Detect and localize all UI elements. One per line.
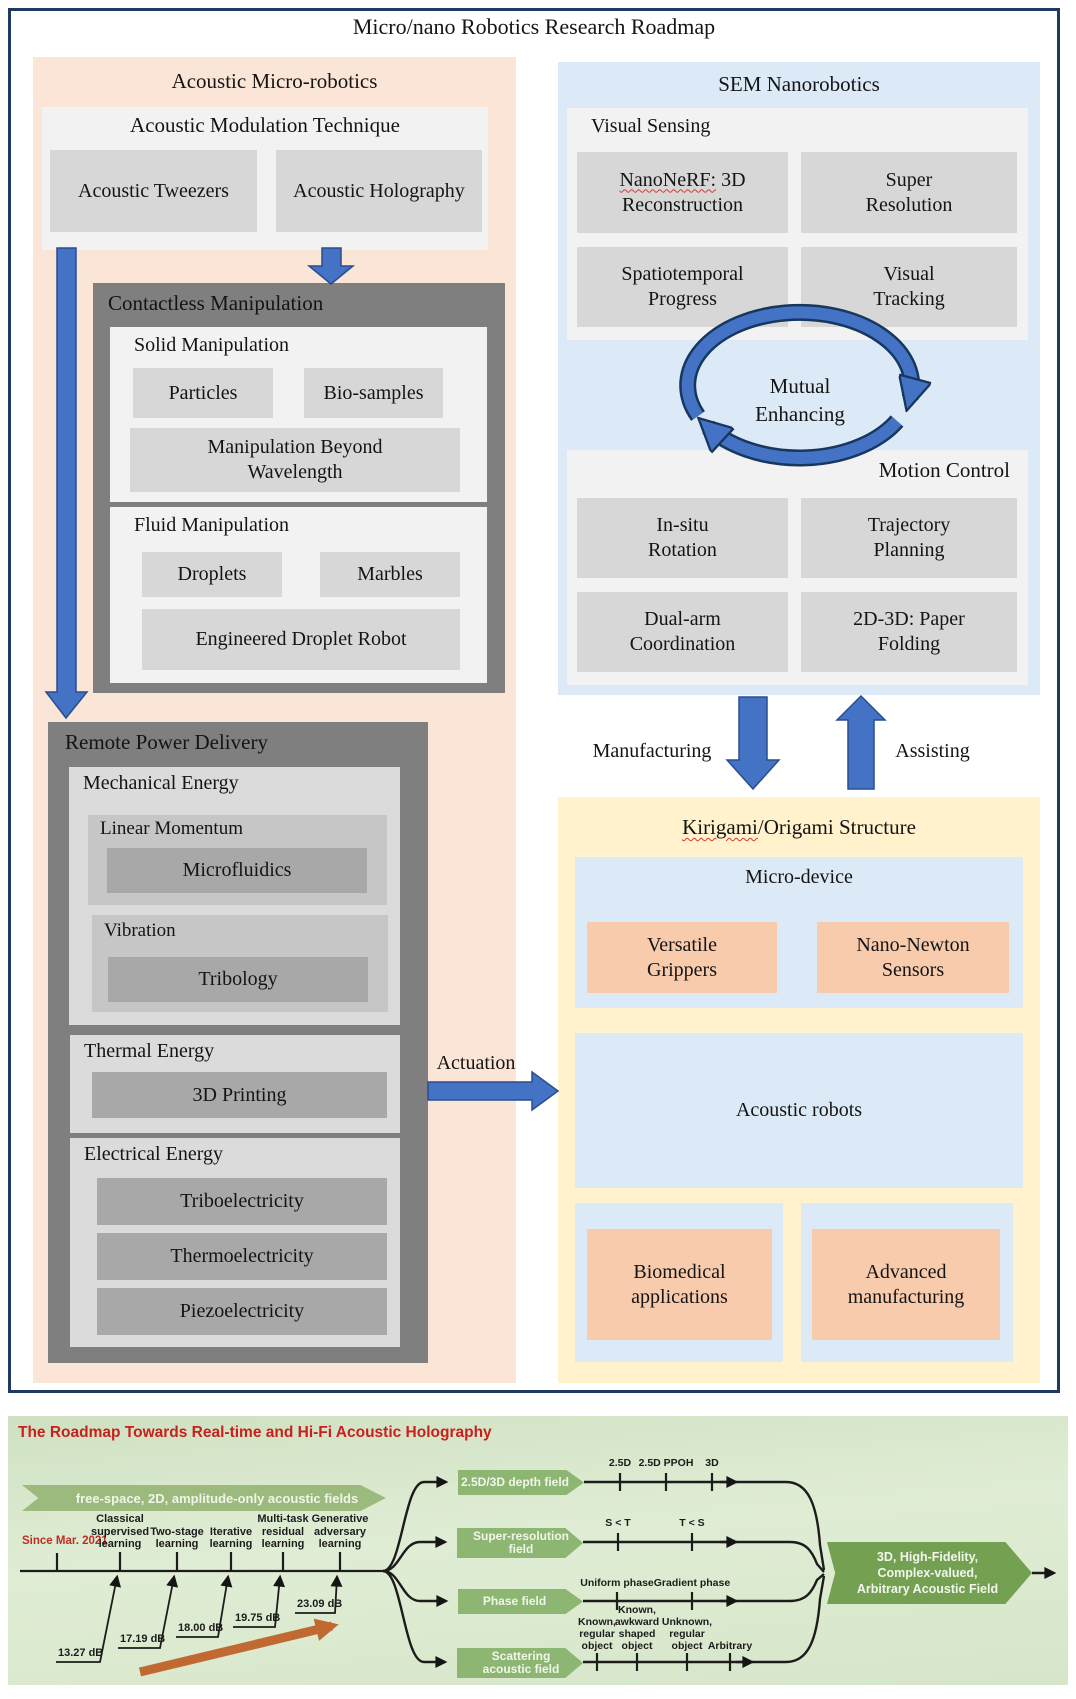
branch-tick-label: S < T (605, 1517, 631, 1530)
goal-line2: Complex-valued, (877, 1565, 978, 1580)
acoustic-holography-box: Acoustic Holography (276, 150, 482, 232)
fluid-manipulation-box: Fluid Manipulation Droplets Marbles Engi… (110, 507, 487, 683)
biomedical-box: Biomedical applications (587, 1229, 772, 1340)
piezoelectricity-box: Piezoelectricity (97, 1288, 387, 1335)
assisting-label: Assisting (895, 740, 970, 762)
acoustic-microrobotics-panel: Acoustic Micro-robotics Acoustic Modulat… (33, 57, 516, 1383)
vibration-title: Vibration (104, 920, 176, 941)
marbles-box: Marbles (320, 552, 460, 597)
kirigami-title-rest: /Origami Structure (757, 815, 916, 839)
sem-panel-title: SEM Nanorobotics (718, 72, 880, 96)
contactless-box: Contactless Manipulation Solid Manipulat… (93, 283, 505, 693)
since-label: Since Mar. 2021 (22, 1535, 108, 1547)
branch-tick-label: Gradient phase (653, 1577, 731, 1590)
fluid-manipulation-title: Fluid Manipulation (134, 514, 289, 536)
gain-label: 18.00 dB (178, 1622, 224, 1634)
branch-tick-label: 2.5D (608, 1457, 632, 1470)
milestone-label: Generative adversary learning (311, 1513, 369, 1551)
milestone-label: Iterative learning (209, 1525, 253, 1551)
nanonerf-line1: NanoNeRF: 3D (619, 168, 745, 193)
thermal-energy-box: Thermal Energy 3D Printing (70, 1035, 400, 1133)
acoustic-panel-title: Acoustic Micro-robotics (171, 69, 378, 93)
linear-momentum-title: Linear Momentum (100, 818, 243, 839)
branch-tick-label: 3D (705, 1457, 719, 1470)
printing-3d-box: 3D Printing (92, 1072, 387, 1118)
droplets-box: Droplets (142, 552, 282, 597)
branch-label-phase-field: Phase field (458, 1589, 583, 1614)
gain-label: 23.09 dB (297, 1598, 343, 1610)
mechanical-energy-box: Mechanical Energy Linear Momentum Microf… (69, 767, 400, 1025)
nanonerf-marked-word: NanoNeRF: (619, 168, 717, 191)
gain-label: 17.19 dB (120, 1633, 166, 1645)
in-situ-rotation-box: In-situ Rotation (577, 498, 788, 578)
solid-manipulation-box: Solid Manipulation Particles Bio-samples… (110, 327, 487, 502)
tribology-box: Tribology (108, 957, 368, 1002)
kirigami-panel: Kirigami/Origami Structure Micro-device … (558, 797, 1040, 1383)
acoustic-tweezers-box: Acoustic Tweezers (50, 150, 257, 232)
micro-device-box: Micro-device Versatile Grippers Nano-New… (575, 857, 1023, 1008)
thermal-energy-title: Thermal Energy (84, 1040, 215, 1062)
actuation-label: Actuation (436, 1052, 516, 1074)
versatile-grippers-box: Versatile Grippers (587, 922, 777, 993)
branch-tick-label: T < S (679, 1517, 705, 1530)
beyond-wavelength-box: Manipulation Beyond Wavelength (130, 428, 460, 492)
gain-label: 19.75 dB (235, 1612, 281, 1624)
electrical-energy-title: Electrical Energy (84, 1143, 224, 1165)
kirigami-marked-word: Kirigami (682, 815, 758, 839)
free-space-banner: free-space, 2D, amplitude-only acoustic … (22, 1485, 386, 1511)
nanonerf-box: NanoNeRF: 3D Reconstruction (577, 152, 788, 233)
super-resolution-box: Super Resolution (801, 152, 1017, 233)
branch-label-scattering: Scattering acoustic field (457, 1648, 583, 1678)
electrical-energy-box: Electrical Energy Triboelectricity Therm… (70, 1138, 400, 1347)
holography-title: The Roadmap Towards Real-time and Hi-Fi … (18, 1424, 492, 1441)
roadmap-outer-frame (8, 8, 1060, 1393)
goal-line3: Arbitrary Acoustic Field (856, 1582, 999, 1597)
paper-folding-box: 2D-3D: Paper Folding (801, 592, 1017, 672)
branch-label-super-resolution: Super-resolution field (457, 1528, 583, 1558)
advanced-outer-box: Advanced manufacturing (801, 1203, 1013, 1362)
particles-box: Particles (133, 368, 273, 418)
mechanical-energy-title: Mechanical Energy (83, 772, 239, 794)
manufacturing-label: Manufacturing (592, 740, 712, 762)
modulation-title: Acoustic Modulation Technique (130, 113, 400, 137)
gain-label: 13.27 dB (58, 1647, 104, 1659)
sem-nanorobotics-panel: SEM Nanorobotics Visual Sensing NanoNeRF… (558, 62, 1040, 695)
visual-sensing-title: Visual Sensing (591, 115, 711, 137)
branch-label-depth-field: 2.5D/3D depth field (458, 1470, 584, 1495)
holography-panel: The Roadmap Towards Real-time and Hi-Fi … (8, 1416, 1068, 1685)
modulation-box: Acoustic Modulation Technique Acoustic T… (42, 107, 488, 250)
acoustic-robots-box: Acoustic robots (575, 1033, 1023, 1188)
engineered-droplet-box: Engineered Droplet Robot (142, 609, 460, 670)
linear-momentum-box: Linear Momentum Microfluidics (88, 815, 387, 905)
nanonerf-line2: Reconstruction (621, 193, 744, 216)
motion-control-box: Motion Control In-situ Rotation Trajecto… (567, 450, 1028, 685)
remote-power-title: Remote Power Delivery (65, 730, 268, 754)
roadmap-title: Micro/nano Robotics Research Roadmap (352, 14, 716, 39)
goal-arrow: 3D, High-Fidelity, Complex-valued, Arbit… (827, 1542, 1032, 1604)
triboelectricity-box: Triboelectricity (97, 1178, 387, 1225)
branch-tick-label: Uniform phase (580, 1577, 654, 1590)
nano-newton-sensors-box: Nano-Newton Sensors (817, 922, 1009, 993)
branch-tick-label: Arbitrary (707, 1640, 753, 1653)
branch-tick-label: 2.5D PPOH (638, 1457, 694, 1470)
visual-sensing-box: Visual Sensing NanoNeRF: 3D Reconstructi… (567, 108, 1028, 340)
contactless-title: Contactless Manipulation (108, 291, 324, 315)
thermoelectricity-box: Thermoelectricity (97, 1233, 387, 1280)
dual-arm-box: Dual-arm Coordination (577, 592, 788, 672)
kirigami-title: Kirigami/Origami Structure (558, 815, 1040, 840)
remote-power-box: Remote Power Delivery Mechanical Energy … (48, 722, 428, 1363)
advanced-box: Advanced manufacturing (812, 1229, 1000, 1340)
vibration-box: Vibration Tribology (92, 915, 388, 1012)
trajectory-planning-box: Trajectory Planning (801, 498, 1017, 578)
micro-device-title: Micro-device (745, 866, 853, 888)
milestone-label: Classical supervised learning (90, 1513, 150, 1551)
bio-samples-box: Bio-samples (304, 368, 443, 418)
solid-manipulation-title: Solid Manipulation (134, 334, 289, 356)
microfluidics-box: Microfluidics (107, 848, 367, 893)
milestone-label: Multi-task residual learning (257, 1513, 309, 1551)
biomedical-outer-box: Biomedical applications (575, 1203, 783, 1362)
milestone-label: Two-stage learning (150, 1525, 204, 1551)
goal-line1: 3D, High-Fidelity, (876, 1549, 979, 1564)
nanonerf-rest: 3D (721, 168, 746, 191)
